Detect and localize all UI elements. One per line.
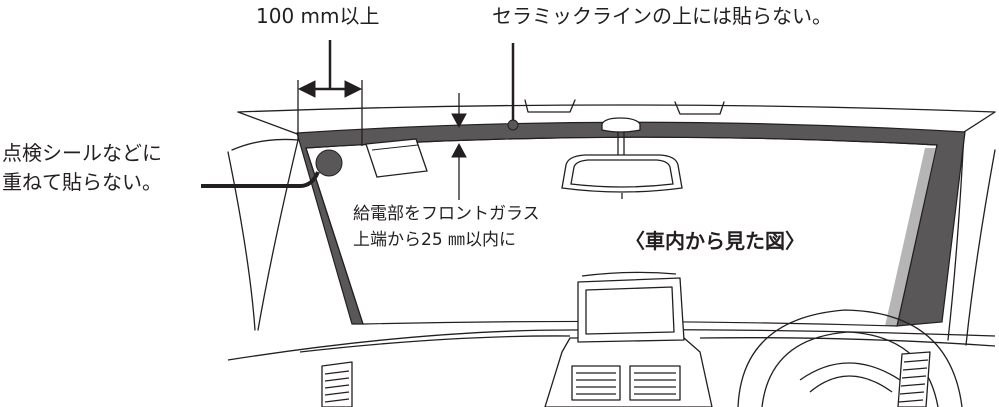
clearance-label: 100 mm以上 <box>256 4 380 28</box>
sun-visor-right <box>674 101 725 115</box>
feed-position-line1: 給電部をフロントガラス <box>353 204 540 224</box>
air-vent-center-right <box>629 365 681 401</box>
air-vent-center-left <box>571 365 621 401</box>
mirror-mount <box>601 117 641 133</box>
steering-wheel <box>737 309 963 407</box>
inspection-sticker <box>315 149 343 177</box>
a-pillar-left <box>237 111 301 136</box>
roof-line <box>237 104 996 113</box>
navigation-unit <box>577 277 685 343</box>
feed-position-line2: 上端から25 ㎜以内に <box>353 230 517 250</box>
ceramic-line-warning: セラミックラインの上には貼らない。 <box>492 4 832 28</box>
windshield-glass <box>305 136 938 327</box>
dashboard-top <box>227 328 996 361</box>
center-stack <box>544 337 713 407</box>
a-pillar-right <box>963 111 996 133</box>
sticker-warning-line1: 点検シールなどに <box>2 141 162 165</box>
sticker-warning-line2: 重ねて貼らない。 <box>2 170 162 194</box>
rear-view-mirror <box>561 154 683 193</box>
view-caption: 〈車内から見た図〉 <box>625 229 805 253</box>
sun-visor-left <box>524 99 576 113</box>
ceramic-gradient-band <box>885 148 937 326</box>
sticker-leader <box>201 171 320 188</box>
